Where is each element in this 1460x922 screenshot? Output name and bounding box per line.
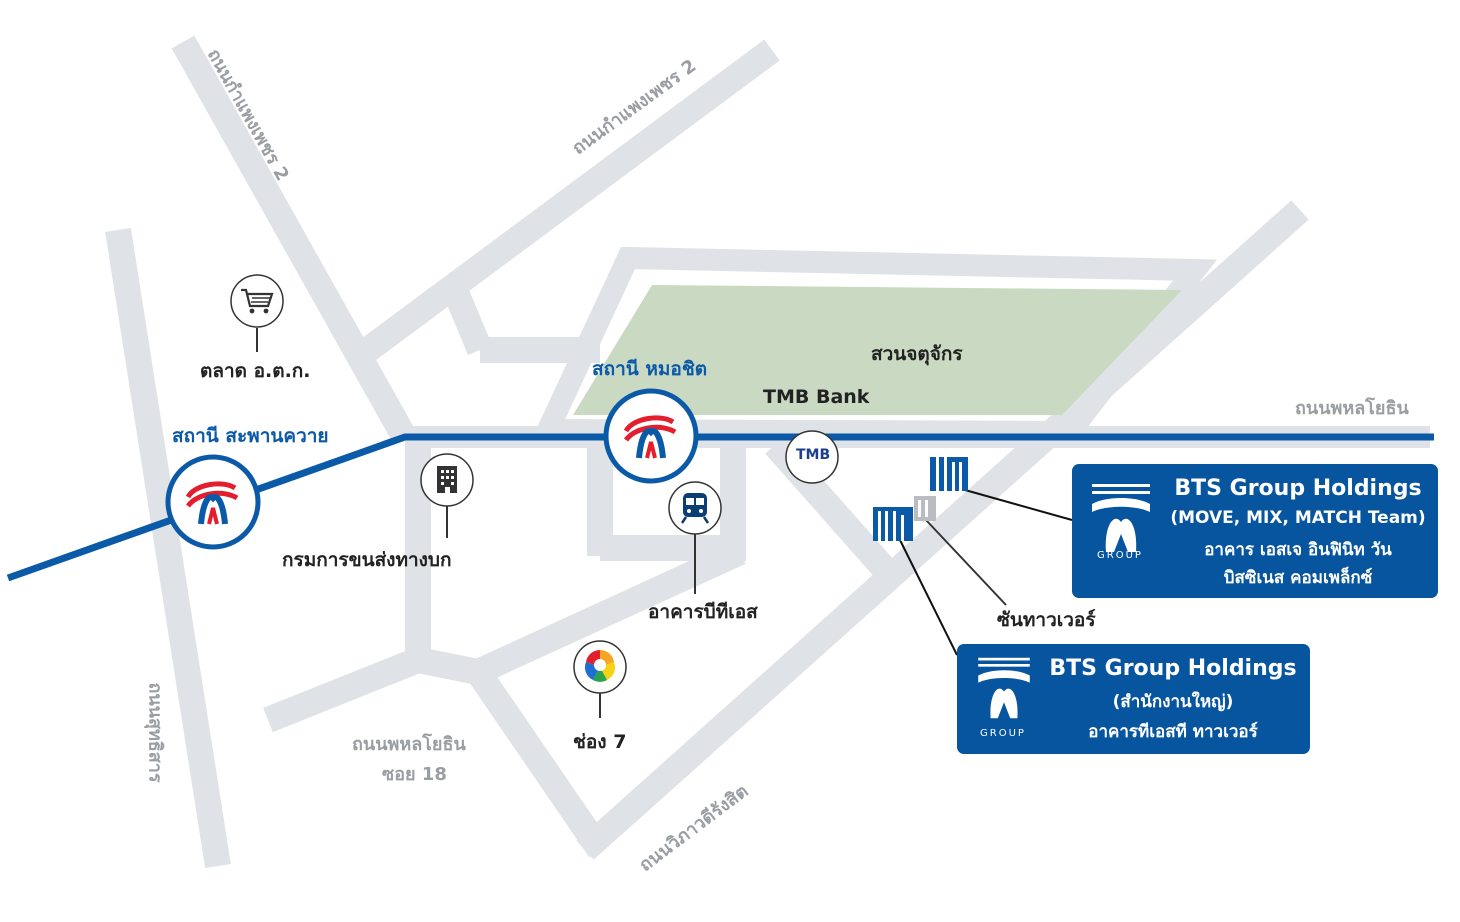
road-vibhavadi-long	[576, 200, 1309, 860]
card-bts-sj-infinite[interactable]: GROUP BTS Group Holdings (MOVE, MIX, MAT…	[1072, 464, 1438, 598]
card-connectors	[899, 489, 1073, 656]
tmb-logo-label: TMB	[796, 447, 831, 463]
road-kamphaengphet2-upper	[349, 39, 780, 369]
bts-group-logo-icon	[1092, 484, 1150, 552]
label-land-transport: กรมการขนส่งทางบก	[282, 549, 452, 571]
label-bts-building: อาคารบีทีเอส	[648, 601, 758, 623]
office-building-icon	[420, 453, 474, 507]
card-bottom-line2: อาคารทีเอสที ทาวเวอร์	[1088, 722, 1258, 742]
road-label-soi18-line2: ซอย 18	[382, 764, 447, 785]
road-park-branch-a	[443, 285, 492, 355]
card-bts-tst-tower[interactable]: GROUP BTS Group Holdings (สำนักงานใหญ่) …	[957, 644, 1310, 754]
road-soi18-lower	[415, 647, 481, 685]
card-top-line3: บิสซิเนส คอมเพล็กซ์	[1223, 568, 1373, 588]
road-kamphaengphet2-left	[171, 35, 417, 445]
road-label-soi18-line1: ถนนพหลโยธิน	[352, 734, 466, 755]
tower-building-icon	[930, 457, 968, 491]
train-icon	[668, 481, 722, 535]
card-bottom-logo-text: GROUP	[980, 728, 1026, 739]
road-sukhitsawat	[105, 227, 231, 869]
road-label-sukhitsawat: ถนนสุทธิสาร	[144, 682, 166, 783]
channel7-logo-icon	[573, 640, 627, 694]
station-saphan-khwai[interactable]	[165, 454, 261, 550]
station-mo-chit[interactable]	[603, 388, 699, 484]
label-market: ตลาด อ.ต.ก.	[200, 360, 311, 382]
bts-group-logo-icon	[978, 657, 1030, 719]
station-label-mo-chit: สถานี หมอชิต	[592, 358, 708, 380]
tmb-logo-text: TMB	[796, 447, 830, 463]
road-vibhavadi	[467, 664, 611, 858]
card-top-line2: อาคาร เอสเจ อินฟินิท วัน	[1204, 540, 1392, 560]
shopping-cart-icon	[230, 274, 284, 328]
road-label-phahonyothin: ถนนพหลโยธิน	[1295, 398, 1409, 419]
station-label-saphan-khwai: สถานี สะพานควาย	[172, 425, 329, 447]
label-tmb-bank: TMB Bank	[763, 386, 870, 408]
label-sun-tower: ซันทาวเวอร์	[997, 609, 1096, 631]
tst-tower-building-icon	[873, 507, 913, 541]
card-bottom-title: BTS Group Holdings	[1049, 656, 1297, 681]
sun-tower-building-icon	[914, 496, 936, 521]
label-park: สวนจตุจักร	[871, 343, 963, 365]
card-top-title: BTS Group Holdings	[1174, 476, 1422, 501]
label-channel7: ช่อง 7	[573, 731, 627, 753]
road-middle-link	[472, 540, 746, 684]
card-top-logo-text: GROUP	[1097, 550, 1143, 561]
chatuchak-park	[573, 285, 1182, 415]
card-bottom-line1: (สำนักงานใหญ่)	[1112, 692, 1234, 712]
bts-line	[6, 433, 1434, 582]
tmb-logo-icon[interactable]	[785, 430, 839, 484]
card-top-line1: (MOVE, MIX, MATCH Team)	[1170, 508, 1426, 528]
leader-lines	[256, 328, 1007, 718]
road-soi18-left	[263, 647, 423, 733]
